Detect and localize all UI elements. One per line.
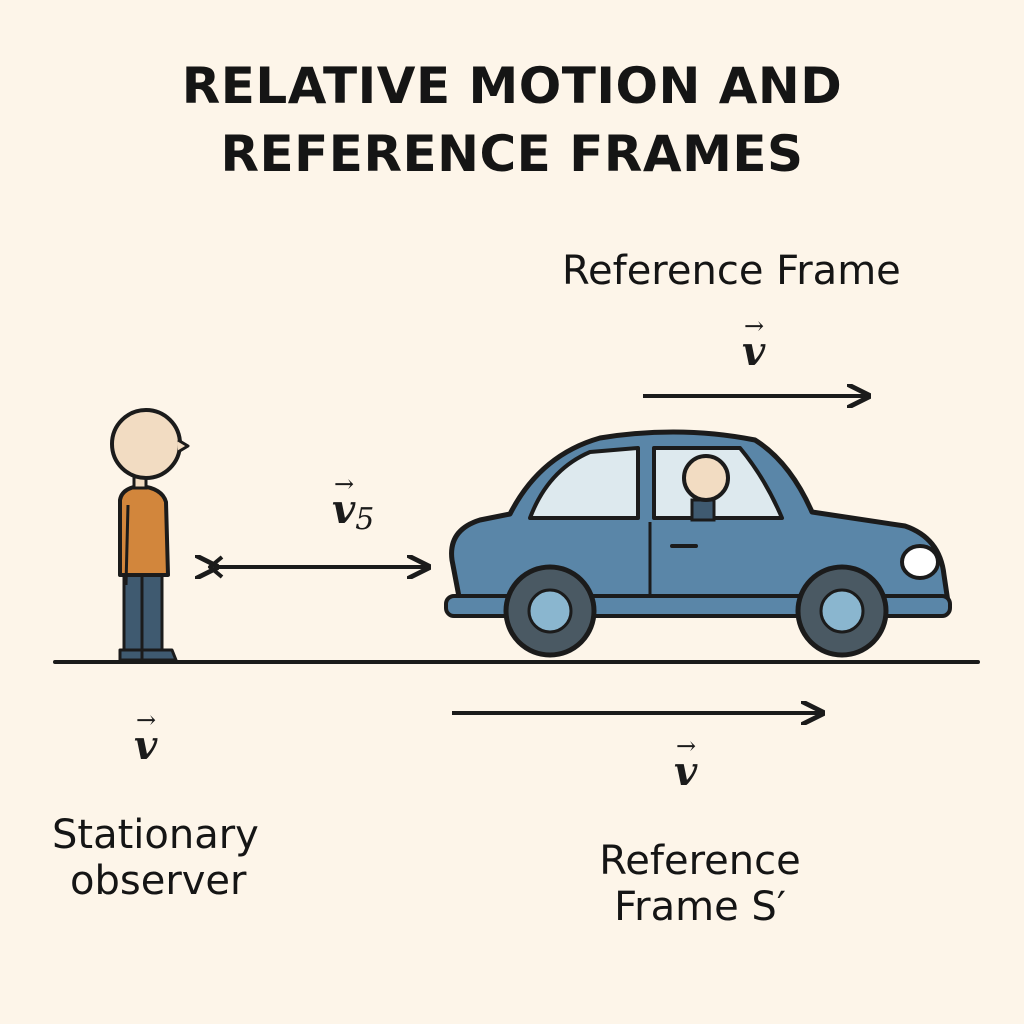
reference-frame-label-bottom: Reference Frame S′ bbox=[560, 838, 840, 930]
vector-arrow-icon: → bbox=[744, 312, 765, 340]
vector-v-bottom-letter: v bbox=[674, 748, 698, 795]
reference-frame-label-top: Reference Frame bbox=[562, 248, 901, 294]
frame-bottom-line-2: Frame S′ bbox=[614, 884, 786, 930]
title-line-1: RELATIVE MOTION AND bbox=[181, 57, 843, 115]
car-icon bbox=[444, 429, 952, 658]
observer-label-line-2: observer bbox=[70, 858, 247, 904]
car-front-wheel bbox=[795, 564, 889, 658]
stationary-observer-label: Stationary observer bbox=[52, 812, 259, 904]
frame-bottom-line-1: Reference bbox=[599, 838, 801, 884]
vector-arrow-icon: → bbox=[676, 732, 697, 760]
vector-v-relative-subscript: 5 bbox=[355, 502, 375, 537]
vector-v-observer-letter: v bbox=[134, 722, 158, 769]
vector-v-top-letter: v bbox=[742, 328, 766, 375]
vector-v-top: → v bbox=[742, 314, 765, 372]
vector-v-relative-letter: v bbox=[332, 486, 356, 533]
page-title: RELATIVE MOTION AND REFERENCE FRAMES bbox=[0, 52, 1024, 188]
relative-arrow-left-head bbox=[208, 555, 224, 579]
car-rear-wheel bbox=[503, 564, 597, 658]
vector-v-observer: → v bbox=[134, 708, 157, 766]
person-standing-icon bbox=[110, 408, 190, 662]
vector-v-bottom: → v bbox=[674, 734, 697, 792]
vector-arrow-icon: → bbox=[334, 470, 355, 498]
vector-arrow-icon: → bbox=[136, 706, 157, 734]
vector-v-relative: → v5 bbox=[332, 472, 375, 540]
title-line-2: REFERENCE FRAMES bbox=[220, 125, 804, 183]
person-driver-icon bbox=[682, 454, 730, 522]
observer-label-line-1: Stationary bbox=[52, 812, 259, 858]
